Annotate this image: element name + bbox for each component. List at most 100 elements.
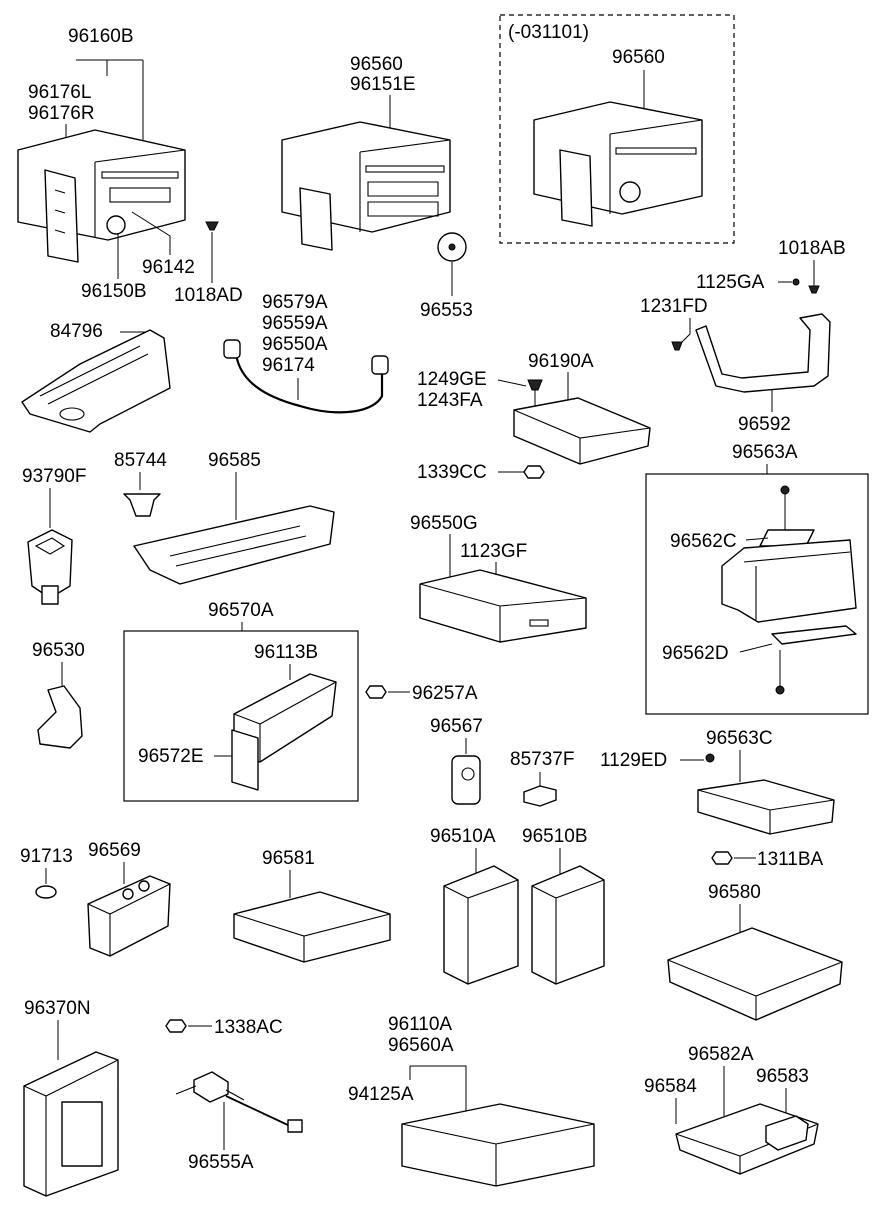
label-84796: 84796	[50, 321, 103, 342]
module-96583	[765, 1115, 809, 1151]
amp-96550G-group: 96550G 1123GF	[410, 513, 587, 643]
leader-96160B	[76, 59, 144, 140]
leader-96562C	[745, 537, 769, 541]
label-1231FD: 1231FD	[640, 296, 708, 317]
mounting-bracket-96560	[299, 187, 333, 251]
nut-96257A-group: 96257A	[365, 683, 478, 704]
nut-1339CC-icon	[523, 465, 545, 479]
label-96110A: 96110A	[388, 1014, 452, 1035]
label-96562C: 96562C	[670, 531, 737, 552]
module-96569-jack-1	[122, 888, 134, 900]
part-85737F-group: 85737F	[510, 749, 574, 807]
label-96563C: 96563C	[706, 728, 773, 749]
antenna-96555A-tabs	[175, 1085, 245, 1101]
head-unit-96160B-body	[17, 129, 186, 241]
module-96569-jack-2	[138, 880, 150, 892]
label-94125A: 94125A	[348, 1084, 414, 1105]
label-1338AC: 1338AC	[214, 1017, 283, 1038]
unit-96563A-edges	[743, 551, 851, 620]
label-1311BA: 1311BA	[757, 849, 824, 870]
head-unit-031101-face-edge	[609, 119, 703, 214]
unit-96370N-edges	[23, 1059, 119, 1196]
label-96582A: 96582A	[688, 1044, 754, 1065]
bracket-holes-96176	[54, 189, 66, 234]
label-96176L: 96176L	[28, 82, 91, 103]
label-96113B: 96113B	[254, 642, 318, 663]
cap-91713	[35, 885, 57, 899]
bolt-1249GE-icon	[527, 379, 543, 391]
label-85744: 85744	[114, 450, 167, 471]
label-96174: 96174	[262, 355, 315, 376]
unit-96110A-group: 96110A 96560A 94125A	[348, 1014, 595, 1187]
button-rows-96560	[367, 181, 439, 217]
unit-96370N-cover	[61, 1101, 103, 1167]
label-96567: 96567	[430, 716, 483, 737]
screw-1018AD-icon	[205, 221, 219, 231]
switch-93790F-connector	[41, 585, 59, 605]
head-unit-031101-body	[533, 101, 703, 215]
unit-96563A-body	[721, 539, 857, 623]
panel-96585-group: 96585	[133, 450, 335, 585]
label-96550A: 96550A	[262, 334, 328, 355]
clip-85744	[123, 493, 161, 517]
label-1243FA: 1243FA	[417, 390, 483, 411]
label-96510B: 96510B	[522, 826, 588, 847]
label-1123GF: 1123GF	[460, 541, 527, 562]
switch-93790F-group: 93790F	[22, 466, 86, 605]
module-96190A-group: 1249GE 1243FA 96190A 1339CC	[417, 351, 651, 483]
screw-bottom-96563A-icon	[775, 685, 785, 695]
leader-96562D	[739, 643, 773, 653]
panel-96585	[133, 505, 335, 585]
knob-96553-center	[448, 243, 456, 251]
bracket-96592	[695, 313, 831, 393]
unit-96370N-group: 96370N	[23, 998, 119, 1197]
label-1125GA: 1125GA	[696, 272, 765, 293]
label-1249GE: 1249GE	[417, 369, 487, 390]
label-96370N: 96370N	[24, 998, 91, 1019]
mounting-bracket-96176	[44, 169, 79, 263]
module-96563C	[697, 779, 835, 835]
bezel-84796-group: 84796	[21, 321, 171, 433]
label-1018AB: 1018AB	[778, 238, 846, 259]
label-96562D: 96562D	[662, 643, 729, 664]
label-96569: 96569	[88, 840, 141, 861]
part-96530-group: 96530	[32, 640, 85, 749]
switch-93790F	[27, 529, 73, 599]
module-96563C-edges	[697, 789, 835, 834]
label-96572E: 96572E	[138, 746, 204, 767]
label-96560b: 96560	[612, 47, 665, 68]
label-96530: 96530	[32, 640, 85, 661]
label-96142: 96142	[142, 257, 195, 278]
cable-plug-right	[371, 355, 389, 375]
label-93790F: 93790F	[22, 466, 86, 487]
screw-1018AB-icon	[808, 285, 820, 294]
bezel-84796	[21, 329, 171, 433]
module-96581	[233, 891, 391, 963]
antenna-cable-group: 96579A 96559A 96550A 96174	[223, 292, 389, 414]
label-96560a: 96560	[350, 54, 403, 75]
module-96510-group: 96510A 96510B	[430, 826, 605, 985]
switch-96567-button	[461, 767, 475, 781]
label-1018AD: 1018AD	[174, 285, 243, 306]
unit-96563A-group: 96563A 96562C 96562D	[645, 442, 869, 715]
module-96570A-group: 96570A 96113B 96572E	[123, 600, 359, 802]
unit-96110A-edges	[401, 1123, 595, 1186]
head-unit-031101-group: (-031101) 96560	[499, 14, 735, 244]
label-96190A: 96190A	[528, 351, 594, 372]
label-96584: 96584	[644, 1076, 697, 1097]
module-96581-edges	[233, 913, 391, 962]
label-96160B: 96160B	[68, 26, 134, 47]
label-96555A: 96555A	[188, 1152, 254, 1173]
module-96563C-group: 96563C 1129ED	[600, 728, 835, 835]
label-96583: 96583	[756, 1066, 809, 1087]
antenna-96555A-cable	[225, 1095, 291, 1127]
head-unit-96560-group: 96560 96151E 96553	[281, 54, 473, 321]
label-85737F: 85737F	[510, 749, 574, 770]
module-96581-group: 96581	[233, 848, 391, 963]
module-96113B-edges	[233, 681, 337, 762]
unit-96582A-group: 96582A 96584 96583	[644, 1044, 819, 1175]
leader-96110A	[410, 1065, 467, 1112]
nut-1338AC-icon	[165, 1019, 187, 1033]
switch-93790F-face	[34, 537, 66, 555]
box-96570A	[123, 630, 359, 802]
